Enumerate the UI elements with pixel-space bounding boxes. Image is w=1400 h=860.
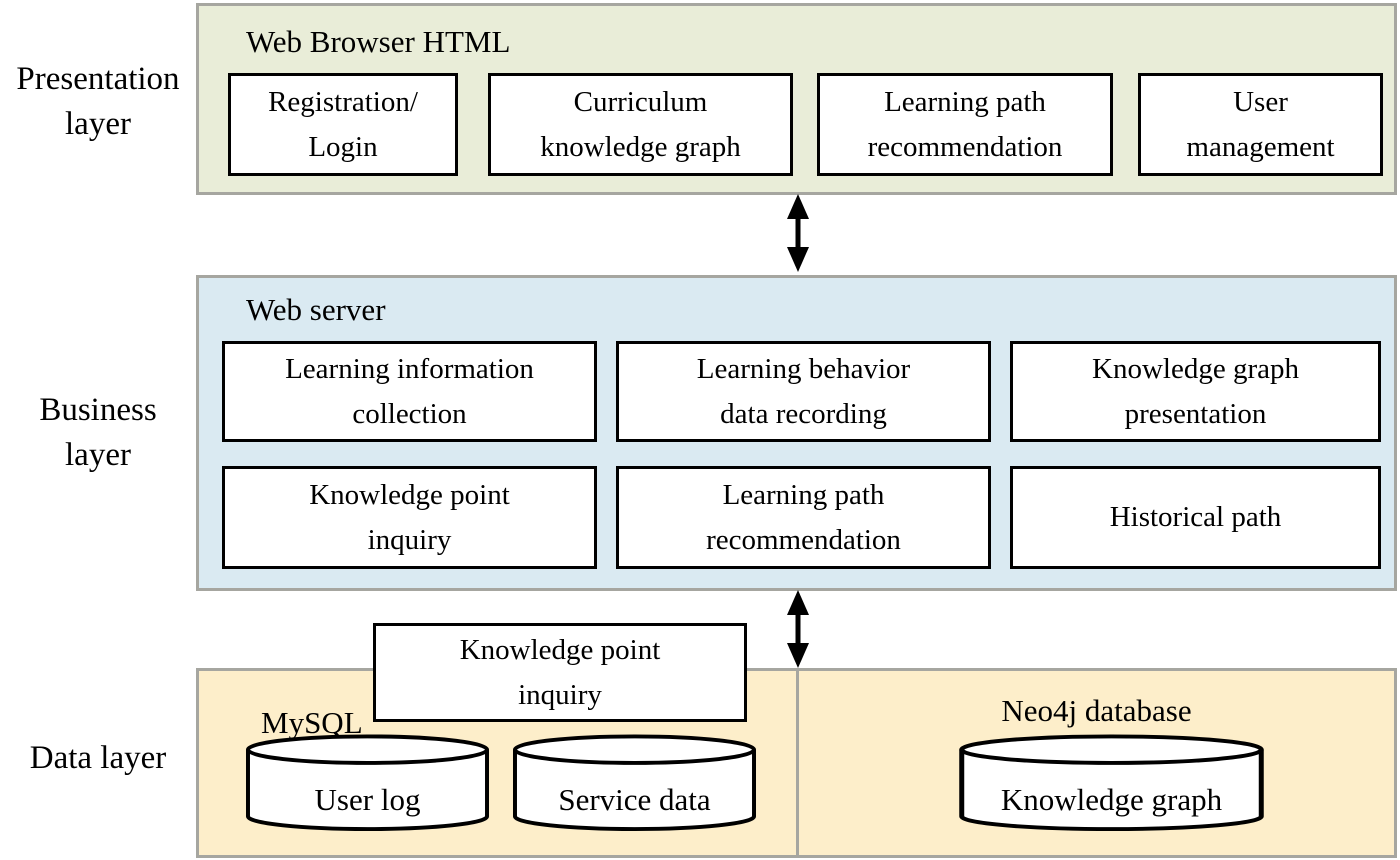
learning-behavior-data-recording-box: Learning behavior data recording (616, 341, 991, 442)
registration-login-label: Registration/ Login (268, 85, 418, 163)
user-management-box: User management (1138, 73, 1383, 176)
user-log-label: User log (314, 782, 421, 817)
double-arrow-icon (787, 194, 809, 272)
learning-path-recommendation-box-presentation: Learning path recommendation (817, 73, 1113, 176)
cylinder-icon (245, 734, 490, 832)
user-log-cylinder: User log (245, 733, 490, 833)
service-data-label: Service data (558, 782, 711, 817)
knowledge-point-inquiry-box-business: Knowledge point inquiry (222, 466, 597, 569)
learning-path-recommendation-label-business: Learning path recommendation (706, 478, 901, 556)
web-browser-title: Web Browser HTML (246, 24, 511, 59)
mysql-title: MySQL (261, 705, 363, 740)
presentation-layer-label: Presentation layer (16, 61, 180, 142)
registration-login-box: Registration/ Login (228, 73, 458, 176)
knowledge-graph-cylinder: Knowledge graph (958, 733, 1265, 833)
historical-path-box: Historical path (1010, 466, 1381, 569)
user-management-label: User management (1186, 85, 1335, 163)
learning-information-collection-label: Learning information collection (285, 352, 534, 430)
service-data-cylinder: Service data (512, 733, 757, 833)
curriculum-knowledge-graph-box: Curriculum knowledge graph (488, 73, 793, 176)
business-layer-panel: Web server Learning information collecti… (196, 275, 1397, 591)
data-layer-label: Data layer (29, 740, 167, 776)
presentation-layer-panel: Web Browser HTML Registration/ Login Cur… (196, 3, 1397, 195)
knowledge-graph-presentation-label: Knowledge graph presentation (1092, 352, 1299, 430)
knowledge-graph-presentation-box: Knowledge graph presentation (1010, 341, 1381, 442)
learning-information-collection-box: Learning information collection (222, 341, 597, 442)
cylinder-icon (512, 734, 757, 832)
learning-path-recommendation-box-business: Learning path recommendation (616, 466, 991, 569)
learning-behavior-data-recording-label: Learning behavior data recording (696, 352, 911, 430)
knowledge-graph-label: Knowledge graph (1000, 782, 1223, 817)
neo4j-title: Neo4j database (1001, 693, 1192, 728)
learning-path-recommendation-label-presentation: Learning path recommendation (867, 85, 1063, 163)
knowledge-point-inquiry-overlay-box: Knowledge point inquiry (373, 623, 747, 722)
web-server-title: Web server (246, 292, 386, 327)
knowledge-point-inquiry-label-business: Knowledge point inquiry (309, 478, 510, 556)
curriculum-knowledge-graph-label: Curriculum knowledge graph (540, 85, 741, 163)
historical-path-label: Historical path (1109, 501, 1282, 534)
knowledge-point-inquiry-overlay-label: Knowledge point inquiry (459, 633, 661, 711)
business-layer-label: Business layer (39, 392, 157, 473)
cylinder-icon (959, 734, 1264, 832)
double-arrow-icon (787, 590, 809, 668)
